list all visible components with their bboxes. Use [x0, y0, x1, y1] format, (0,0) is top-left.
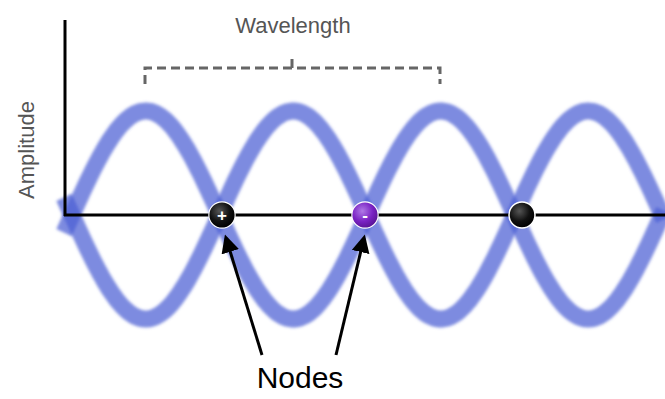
leader-arrow	[226, 238, 262, 355]
node-sign: +	[208, 201, 236, 229]
node-sign: -	[351, 201, 379, 229]
positive-node: +	[208, 201, 236, 229]
callout-label: Nodes	[257, 361, 344, 395]
leader-arrow	[336, 238, 364, 355]
node-dot	[352, 202, 378, 228]
axis-label: Amplitude	[14, 101, 40, 199]
standing-wave	[64, 111, 664, 319]
wavelength-bracket	[145, 58, 440, 84]
wave-band	[64, 111, 664, 319]
negative-node: -	[351, 201, 379, 229]
node-dot	[509, 202, 535, 228]
amplitude-axis	[64, 20, 67, 216]
wave-band	[64, 111, 664, 319]
node-dot	[209, 202, 235, 228]
bracket-label: Wavelength	[235, 13, 350, 39]
